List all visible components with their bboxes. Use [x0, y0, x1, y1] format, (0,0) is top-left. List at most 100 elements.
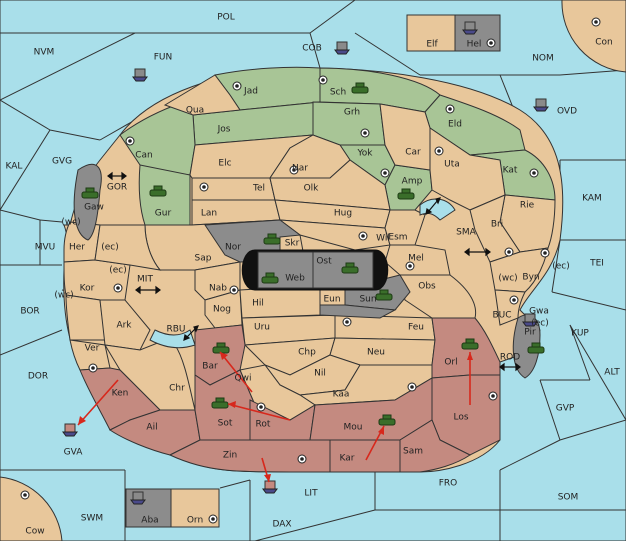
label-tei: TEI	[589, 259, 604, 269]
label-qua: Qua	[186, 106, 204, 116]
label-esm: Esm	[388, 233, 407, 243]
province-ark[interactable]	[99, 299, 151, 351]
army-units	[81, 82, 545, 426]
label-rod: ROD	[500, 353, 520, 363]
label-wil: Wil	[376, 234, 390, 244]
fleet-icon[interactable]	[132, 68, 148, 82]
label-aba: Aba	[141, 516, 158, 526]
label-nvm: NVM	[34, 48, 55, 58]
label-wc-2: (wc)	[498, 274, 517, 284]
label-neu: Neu	[367, 348, 385, 358]
label-kal: KAL	[6, 162, 23, 172]
label-orn: Orn	[187, 516, 203, 526]
label-lan: Lan	[201, 209, 217, 219]
label-rie: Rie	[520, 201, 535, 211]
label-elf: Elf	[426, 40, 438, 50]
army-icon[interactable]	[263, 233, 281, 245]
province-ail[interactable]	[109, 409, 201, 456]
army-icon[interactable]	[375, 289, 393, 301]
label-pir: Pir	[524, 328, 536, 338]
army-icon[interactable]	[397, 188, 415, 200]
army-icon[interactable]	[527, 342, 545, 354]
label-gva: GVA	[64, 448, 84, 458]
province-ken[interactable]	[79, 367, 161, 431]
label-uru: Uru	[254, 323, 270, 333]
label-eun: Eun	[323, 295, 340, 305]
label-hel: Hel	[467, 40, 482, 50]
fleet-icon[interactable]	[334, 41, 350, 55]
label-los: Los	[453, 413, 468, 423]
army-icon[interactable]	[212, 342, 230, 354]
label-chr: Chr	[169, 384, 185, 394]
label-feu: Feu	[408, 323, 424, 333]
label-dax: DAX	[272, 520, 291, 530]
label-ovd: OVD	[557, 107, 577, 117]
label-mvu: MVU	[35, 243, 56, 253]
rbu-channel	[149, 329, 196, 349]
fleet-icon[interactable]	[62, 423, 78, 437]
label-bri: Bri	[491, 220, 503, 230]
label-orl: Orl	[444, 358, 457, 368]
label-kaa: Kaa	[333, 390, 350, 400]
army-icon[interactable]	[378, 414, 396, 426]
army-icon[interactable]	[211, 397, 229, 409]
label-dor: DOR	[28, 372, 48, 382]
army-icon[interactable]	[351, 82, 369, 94]
fleet-icon[interactable]	[522, 313, 538, 327]
label-jad: Jad	[243, 87, 258, 97]
label-qwi: Qwi	[235, 374, 252, 384]
army-icon[interactable]	[261, 272, 279, 284]
label-kat: Kat	[503, 166, 518, 176]
label-zin: Zin	[223, 451, 237, 461]
label-mit: MIT	[137, 275, 153, 285]
label-nor: Nor	[225, 243, 241, 253]
fleet-icon[interactable]	[262, 480, 278, 494]
fleet-icon[interactable]	[462, 21, 478, 35]
label-grh: Grh	[344, 108, 360, 118]
province-con[interactable]	[561, 0, 626, 73]
move-arrows	[77, 351, 473, 483]
label-sot: Sot	[218, 419, 233, 429]
label-chp: Chp	[298, 348, 316, 358]
army-icon[interactable]	[81, 187, 99, 199]
label-kup: KUP	[571, 329, 589, 339]
label-som: SOM	[558, 493, 579, 503]
province-gaw[interactable]	[73, 163, 102, 241]
label-kor: Kor	[80, 284, 95, 294]
province-kor[interactable]	[63, 259, 131, 301]
province-labels: POL NVM FUN COB NOM Con Elf Hel OVD KAL …	[6, 13, 621, 537]
label-ec-1: (ec)	[101, 243, 119, 253]
fleet-icon[interactable]	[130, 491, 146, 505]
army-icon[interactable]	[461, 338, 479, 350]
label-web: Web	[285, 274, 305, 284]
fleet-icon[interactable]	[533, 98, 549, 112]
label-fro: FRO	[439, 479, 458, 489]
label-pol: POL	[217, 13, 235, 23]
label-mel: Mel	[408, 254, 424, 264]
label-ec-2: (ec)	[552, 262, 570, 272]
label-lit: LIT	[304, 489, 318, 499]
label-swm: SWM	[81, 514, 103, 524]
label-bar: Bar	[202, 362, 218, 372]
label-sam: Sam	[403, 447, 423, 457]
label-wc-3: (wc)	[54, 291, 73, 301]
army-icon[interactable]	[341, 262, 359, 274]
label-nar: Nar	[292, 164, 308, 174]
label-can: Can	[135, 151, 153, 161]
label-eld: Eld	[448, 120, 462, 130]
label-hug: Hug	[334, 209, 352, 219]
supply-centers	[20, 17, 601, 524]
label-ec-3: (ec)	[109, 266, 127, 276]
label-rot: Rot	[256, 420, 271, 430]
label-cob: COB	[302, 44, 322, 54]
army-icon[interactable]	[149, 185, 167, 197]
label-ark: Ark	[116, 321, 132, 331]
label-kam: KAM	[582, 194, 602, 204]
label-car: Car	[405, 148, 421, 158]
province-qua[interactable]	[163, 74, 241, 116]
label-ver: Ver	[85, 344, 100, 354]
province-sam[interactable]	[399, 419, 471, 473]
label-bor: BOR	[20, 307, 39, 317]
label-mou: Mou	[344, 423, 363, 433]
province-elf[interactable]	[406, 14, 456, 52]
